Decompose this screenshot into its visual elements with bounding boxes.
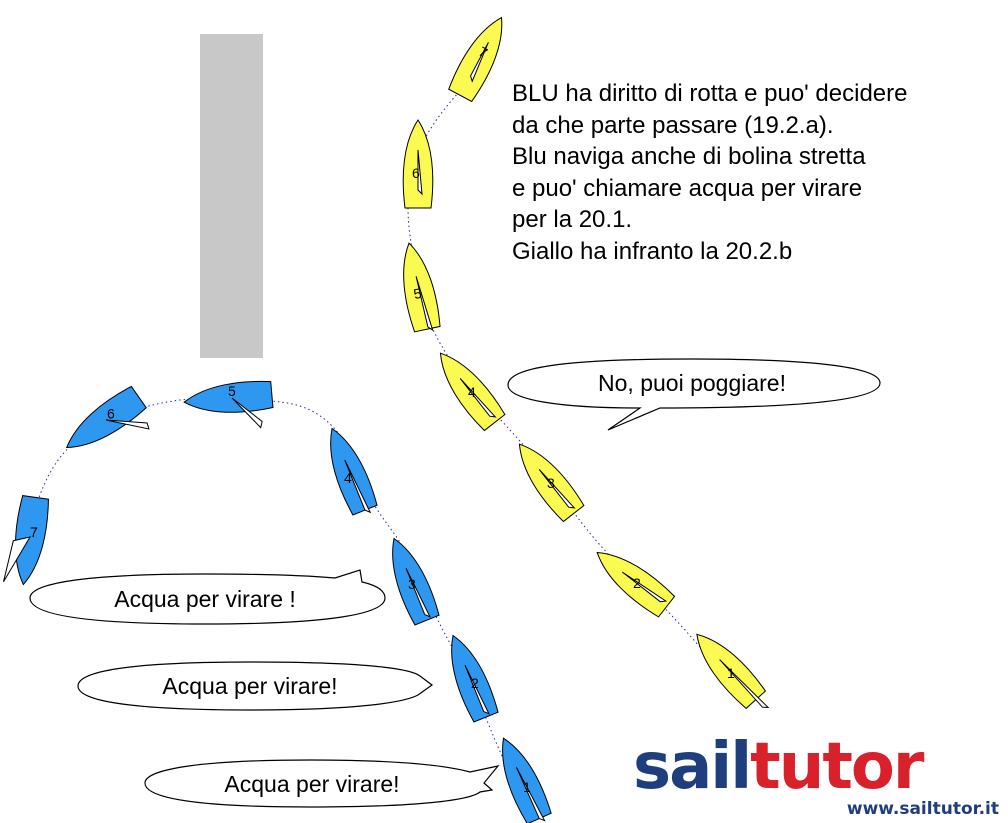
- yellow-boat-7: 7: [448, 16, 503, 103]
- blue-bubble-text-3: Acqua per virare!: [224, 771, 399, 797]
- blue-boat-number-3: 3: [408, 576, 416, 592]
- logo-url: www.sailtutor.it: [846, 799, 999, 819]
- yellow-speech-bubble: No, puoi poggiare!: [507, 358, 881, 431]
- blue-speech-bubble-2: Acqua per virare!: [77, 661, 434, 711]
- blue-boat-number-6: 6: [107, 405, 115, 421]
- yellow-boat-number-2: 2: [633, 575, 641, 591]
- explanation-line-6: Giallo ha infranto la 20.2.b: [512, 237, 793, 265]
- explanation-line-5: per la 20.1.: [512, 206, 633, 233]
- blue-boat-number-7: 7: [30, 524, 38, 540]
- yellow-boat-1: 1: [696, 633, 770, 710]
- yellow-boat-4: 4: [439, 352, 506, 432]
- blue-boat-7: 7: [3, 495, 49, 586]
- yellow-boat-2: 2: [596, 551, 676, 618]
- blue-boat-6: 6: [65, 385, 150, 449]
- obstacle: [200, 34, 263, 358]
- blue-bubble-text-2: Acqua per virare!: [162, 673, 337, 699]
- blue-boat-2: 2: [451, 634, 499, 723]
- explanation-line-4: e puo' chiamare acqua per virare: [512, 174, 863, 202]
- yellow-boat-3: 3: [518, 443, 585, 523]
- blue-bubble-text-1: Acqua per virare !: [114, 586, 296, 612]
- yellow-boat-number-1: 1: [727, 665, 735, 681]
- yellow-bubble-text: No, puoi poggiare!: [598, 370, 786, 396]
- yellow-boat-number-4: 4: [468, 384, 476, 400]
- explanation-line-2: da che parte passare (19.2.a).: [512, 111, 834, 139]
- blue-speech-bubble-1: Acqua per virare !: [29, 569, 386, 625]
- logo-wordmark: sailtutor: [633, 727, 924, 807]
- blue-boat-1: 1: [502, 737, 552, 823]
- sailtutor-logo: sailtutor www.sailtutor.it: [633, 727, 1005, 823]
- logo-part-tutor: tutor: [750, 730, 924, 804]
- logo-part-sail: sail: [633, 730, 752, 804]
- yellow-boat-6: 6: [402, 119, 434, 209]
- blue-boat-number-4: 4: [344, 470, 352, 486]
- blue-boat-number-1: 1: [523, 779, 531, 795]
- yellow-boat-number-6: 6: [412, 165, 420, 181]
- blue-boat-5: 5: [183, 380, 274, 429]
- yellow-boat-5: 5: [403, 242, 441, 333]
- yellow-boat-number-3: 3: [547, 475, 555, 491]
- blue-boat-3: 3: [392, 537, 440, 626]
- blue-boat-number-2: 2: [471, 675, 479, 691]
- explanation-line-1: BLU ha diritto di rotta e puo' decidere: [512, 80, 908, 107]
- blue-speech-bubble-3: Acqua per virare!: [144, 759, 500, 808]
- yellow-boat-number-5: 5: [412, 285, 423, 302]
- blue-boat-number-5: 5: [228, 383, 236, 399]
- rule-explanation: BLU ha diritto di rotta e puo' decidere …: [512, 78, 907, 267]
- explanation-line-3: Blu naviga anche di bolina stretta: [512, 143, 866, 170]
- blue-boat-4: 4: [330, 427, 378, 516]
